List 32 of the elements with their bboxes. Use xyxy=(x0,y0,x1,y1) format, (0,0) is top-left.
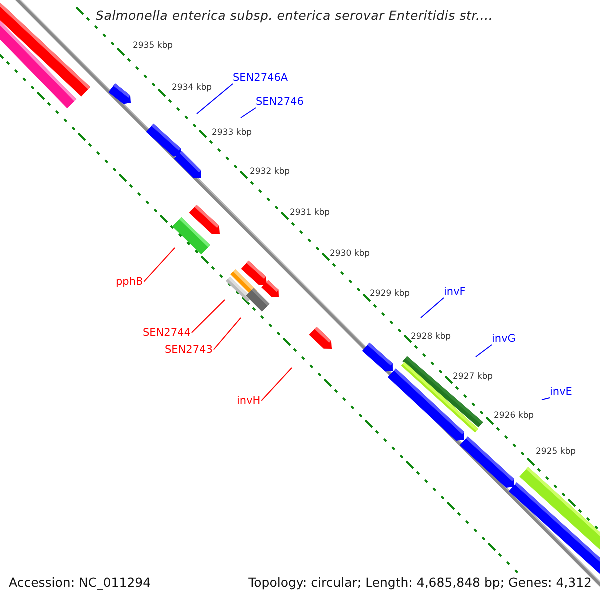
gene-label: SEN2746 xyxy=(256,96,304,109)
scale-tick-label: 2931 kbp xyxy=(290,208,330,219)
leader-line xyxy=(240,108,256,118)
scale-tick-label: 2928 kbp xyxy=(411,332,452,343)
scale-tick-label: 2934 kbp xyxy=(172,83,212,94)
scale-tick-label: 2930 kbp xyxy=(330,249,370,260)
gene-label: pphB xyxy=(116,276,144,289)
gene-label: invG xyxy=(492,333,516,346)
leader-line xyxy=(213,318,242,350)
scale-tick-label: 2935 kbp xyxy=(133,41,174,52)
leader-line xyxy=(542,398,550,400)
gene-label: invH xyxy=(237,395,261,408)
genome-info-text: Topology: circular; Length: 4,685,848 bp; Genes: 4,312 xyxy=(248,575,592,590)
gene-label: SEN2746A xyxy=(233,72,288,85)
leader-line xyxy=(420,298,444,318)
gene-label: SEN2744 xyxy=(143,327,191,340)
leader-line xyxy=(261,368,292,402)
scale-tick-label: 2929 kbp xyxy=(370,289,410,300)
gene-label: invE xyxy=(550,386,572,399)
scale-tick-label: 2933 kbp xyxy=(212,128,252,139)
accession-text: Accession: NC_011294 xyxy=(9,575,152,590)
scale-tick-label: 2925 kbp xyxy=(536,447,576,458)
scale-tick-label: 2926 kbp xyxy=(494,411,534,422)
leader-line xyxy=(191,300,226,334)
title: Salmonella enterica subsp. enterica serovar Enteritidis str.... xyxy=(96,8,494,23)
leader-line xyxy=(476,344,492,358)
gene-label: invF xyxy=(444,286,466,299)
gene-label: SEN2743 xyxy=(165,344,213,357)
scale-tick-label: 2932 kbp xyxy=(250,167,290,178)
leader-line xyxy=(196,84,234,114)
scale-tick-label: 2927 kbp xyxy=(453,372,494,383)
leader-line xyxy=(144,248,176,282)
